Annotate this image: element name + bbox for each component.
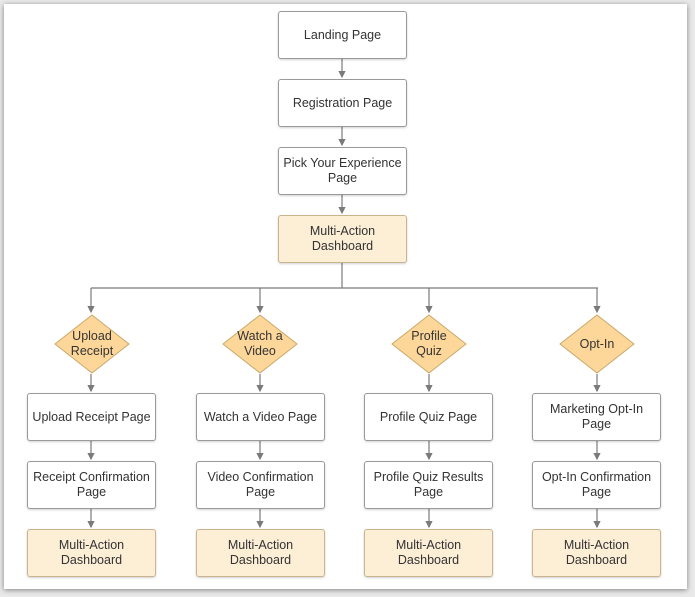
decision-watch-video: Watch a Video [222,314,298,374]
pick-experience-page-node: Pick Your Experience Page [278,147,407,195]
diamond-shape [391,314,467,374]
diamond-shape [222,314,298,374]
decision-upload-receipt: Upload Receipt [54,314,130,374]
connector-layer [87,59,601,529]
decision-opt-in: Opt-In [559,314,635,374]
profile-quiz-results-page-node: Profile Quiz Results Page [364,461,493,509]
profile-quiz-page-node: Profile Quiz Page [364,393,493,441]
flowchart-canvas: Landing Page Registration Page Pick Your… [4,4,687,589]
registration-page-node: Registration Page [278,79,407,127]
opt-in-confirmation-page-node: Opt-In Confirmation Page [532,461,661,509]
receipt-confirmation-page-node: Receipt Confirmation Page [27,461,156,509]
decision-label: Watch a Video [237,329,283,358]
upload-receipt-page-node: Upload Receipt Page [27,393,156,441]
watch-video-page-node: Watch a Video Page [196,393,325,441]
branch-dashboard-node: Multi-Action Dashboard [364,529,493,577]
decision-label: Opt-In [579,336,615,351]
branch-dashboard-node: Multi-Action Dashboard [27,529,156,577]
diamond-shape [559,314,635,374]
decision-label: Upload Receipt [70,329,114,358]
decision-label: Profile Quiz [411,329,447,358]
decision-profile-quiz: Profile Quiz [391,314,467,374]
landing-page-node: Landing Page [278,11,407,59]
marketing-opt-in-page-node: Marketing Opt-In Page [532,393,661,441]
branch-dashboard-node: Multi-Action Dashboard [532,529,661,577]
branch-dashboard-node: Multi-Action Dashboard [196,529,325,577]
main-dashboard-node: Multi-Action Dashboard [278,215,407,263]
diamond-shape [54,314,130,374]
video-confirmation-page-node: Video Confirmation Page [196,461,325,509]
